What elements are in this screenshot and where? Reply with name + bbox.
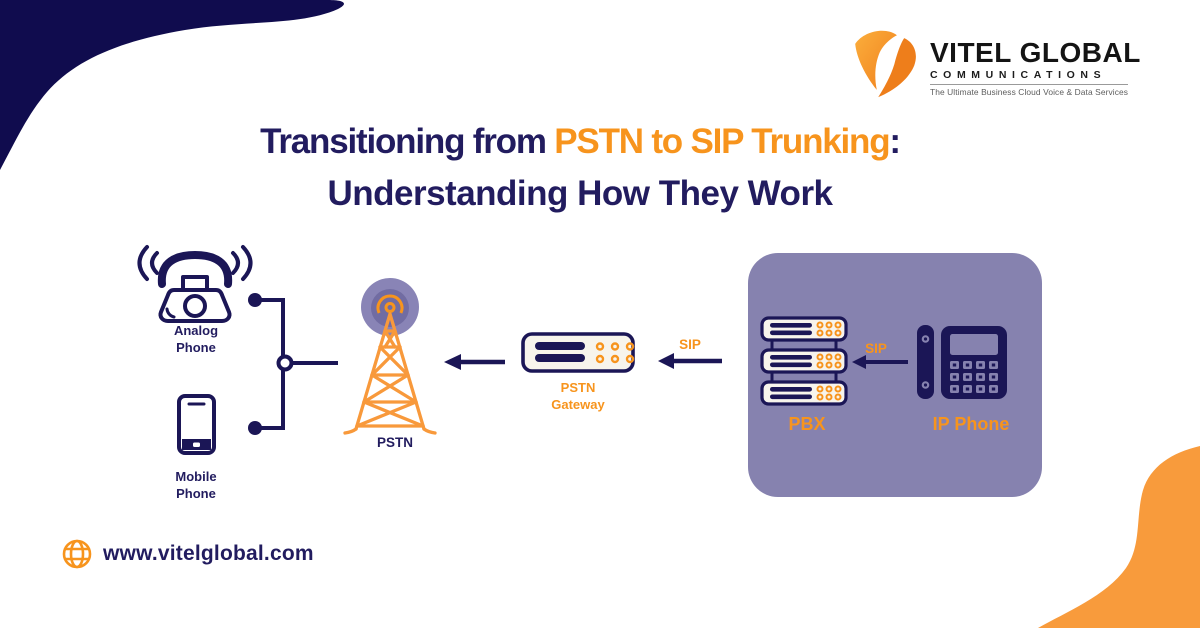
brand-tagline: The Ultimate Business Cloud Voice & Data…	[930, 87, 1129, 97]
sip-arrow-right	[852, 355, 908, 369]
pstn-label: PSTN	[376, 435, 414, 450]
title-line1-highlight: PSTN to SIP Trunking	[554, 122, 890, 161]
junction-connector	[248, 293, 338, 435]
pbx-label: PBX	[788, 414, 826, 434]
page-title: Transitioning from PSTN to SIP Trunking:…	[60, 116, 1100, 220]
ip-phone-label: IP Phone	[932, 414, 1010, 434]
pstn-tower-icon	[343, 278, 437, 435]
brand-logo-mark-icon	[855, 30, 916, 98]
title-line-1: Transitioning from PSTN to SIP Trunking:	[60, 116, 1100, 168]
title-line1-prefix: Transitioning from	[260, 122, 555, 161]
brand-name: VITEL GLOBAL	[930, 37, 1141, 68]
pstn-gateway-icon	[521, 332, 635, 373]
arrow-gateway-to-pstn	[444, 354, 505, 370]
mobile-phone-label: Mobile Phone	[175, 469, 217, 501]
analog-phone-label: Analog Phone	[173, 323, 219, 355]
sip-label-right: SIP	[865, 341, 887, 356]
globe-icon	[62, 539, 92, 569]
title-line-2: Understanding How They Work	[327, 174, 833, 213]
pstn-gateway-label: PSTN Gateway	[551, 380, 605, 412]
logo-divider	[930, 84, 1128, 85]
analog-phone-icon	[137, 245, 253, 323]
mobile-phone-icon	[177, 394, 216, 455]
sip-label-left: SIP	[679, 337, 701, 352]
ip-phone-icon	[917, 325, 1007, 399]
website-url: www.vitelglobal.com	[103, 542, 314, 565]
brand-subtitle: COMMUNICATIONS	[930, 69, 1107, 81]
sip-arrow-left	[658, 353, 722, 369]
footer-website: www.vitelglobal.com	[60, 537, 314, 571]
brand-logo: VITEL GLOBAL COMMUNICATIONS The Ultimate…	[848, 28, 1141, 100]
pbx-server-icon	[760, 316, 848, 406]
title-line1-suffix: :	[889, 122, 901, 161]
